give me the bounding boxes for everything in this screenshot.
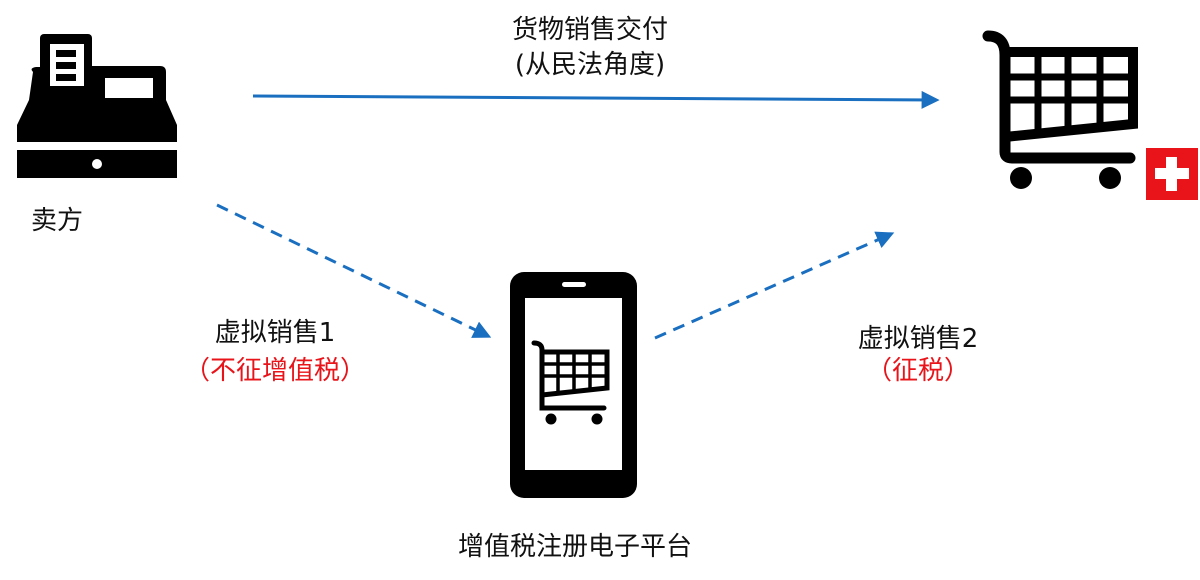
goods-delivery-arrow (252, 90, 940, 109)
virtual-sale-1-arrow (216, 203, 492, 338)
virtual-sale-1-label: 虚拟销售1 (214, 318, 336, 348)
virtual-sale-2-label: 虚拟销售2 (857, 324, 979, 354)
taxed-label: （征税） (865, 356, 971, 386)
smartphone-icon (510, 272, 637, 498)
no-vat-label: （不征增值税） (183, 356, 367, 386)
swiss-flag-icon (1146, 148, 1198, 200)
cash-register-icon (17, 34, 177, 178)
platform-label: 增值税注册电子平台 (457, 532, 693, 562)
seller-label: 卖方 (30, 206, 84, 236)
shopping-cart-icon (982, 30, 1138, 189)
goods-delivery-label: 货物销售交付 (511, 15, 669, 45)
phone-cart-icon (531, 340, 610, 425)
virtual-sale-2-arrow (654, 231, 895, 340)
civil-law-label: (从民法角度) (514, 50, 666, 80)
